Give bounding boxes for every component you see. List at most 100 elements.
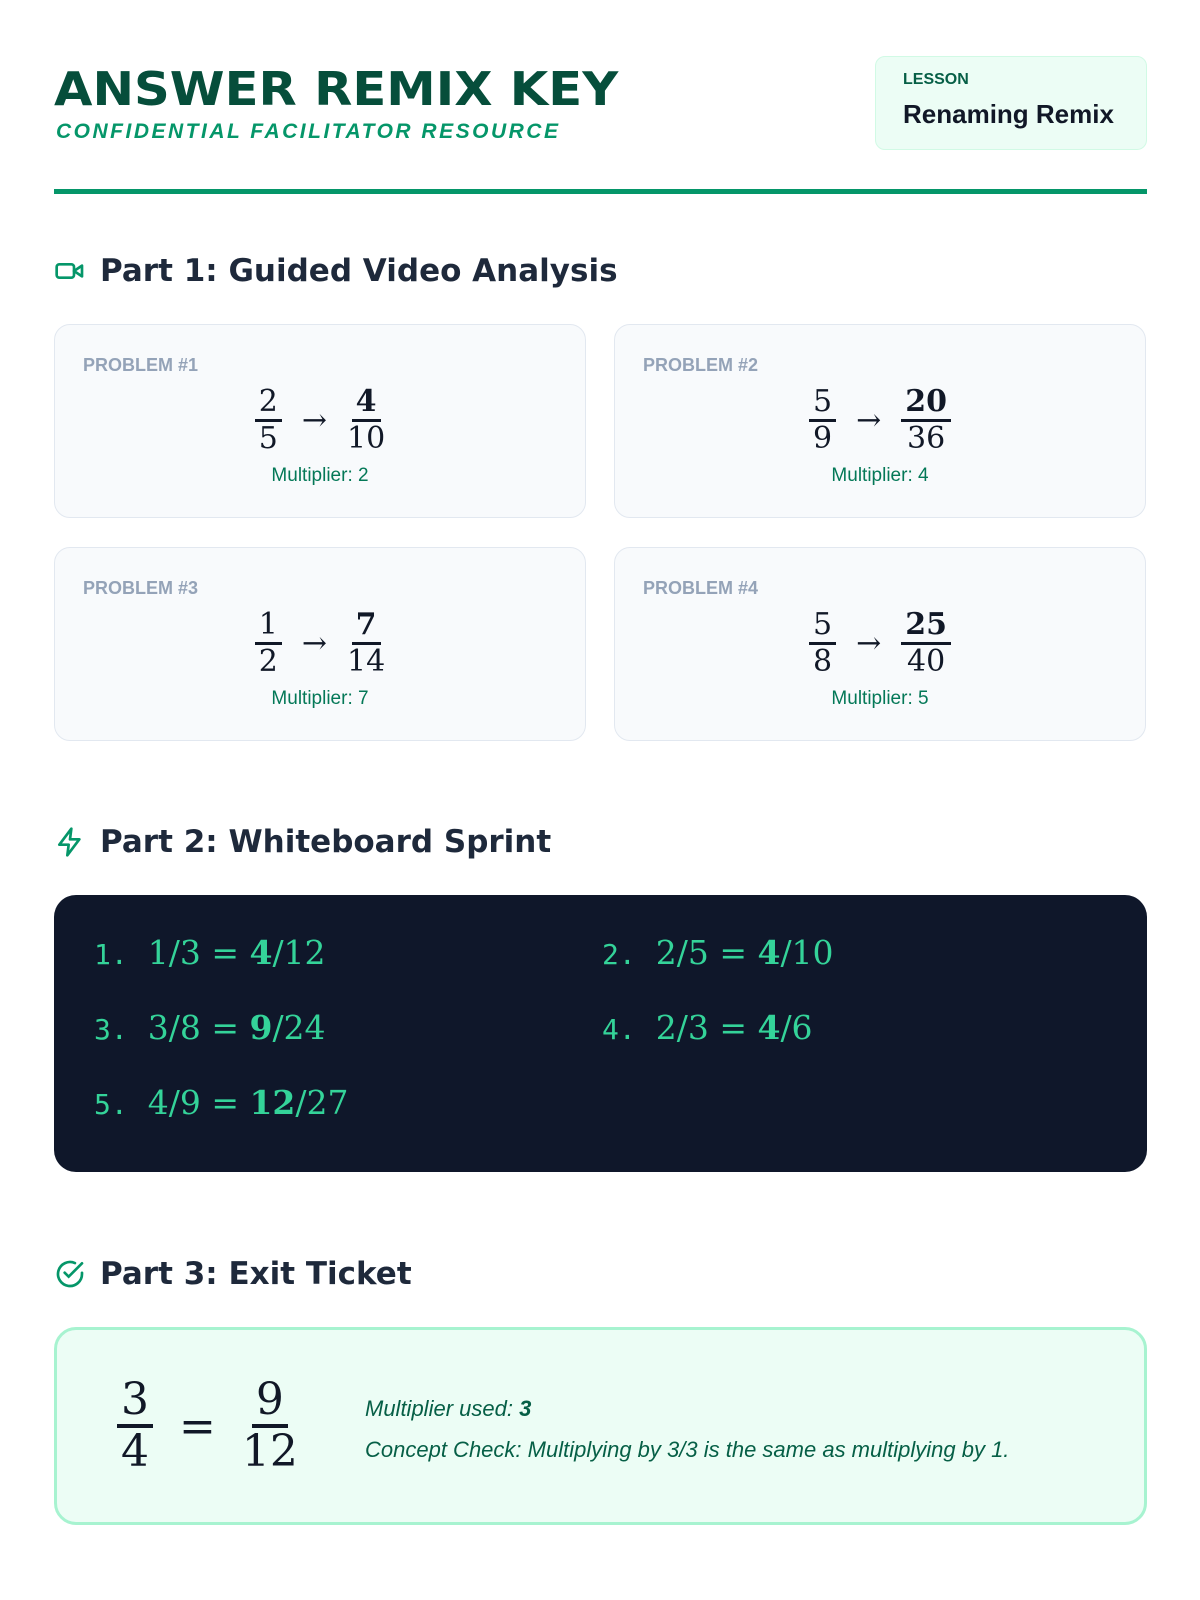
denominator: 2 <box>258 644 278 679</box>
part1-heading: Part 1: Guided Video Analysis <box>54 253 618 289</box>
multiplier: Multiplier: 4 <box>831 465 929 486</box>
item-answer-numerator: 4 <box>757 1008 781 1047</box>
numerator: 9 <box>251 1378 288 1428</box>
numerator: 7 <box>351 610 381 645</box>
problem-label: PROBLEM #2 <box>643 355 759 375</box>
numerator: 20 <box>901 387 951 422</box>
numerator: 25 <box>901 610 951 645</box>
item-number: 5. <box>94 1088 128 1121</box>
item-answer-denominator: /24 <box>272 1008 326 1047</box>
concept-check: Concept Check: Multiplying by 3/3 is the… <box>365 1437 1010 1462</box>
numerator: 5 <box>809 610 837 645</box>
multiplier-value: 3 <box>519 1396 532 1421</box>
problem-label: PROBLEM #4 <box>643 578 759 598</box>
sprint-item: 3. 3/8 = 9/24 <box>94 1008 326 1047</box>
part2-heading: Part 2: Whiteboard Sprint <box>54 824 551 860</box>
item-answer-numerator: 4 <box>249 933 273 972</box>
sprint-item: 2. 2/5 = 4/10 <box>602 933 834 972</box>
exit-notes: Multiplier used: 3 Concept Check: Multip… <box>365 1388 1009 1470</box>
item-number: 1. <box>94 938 128 971</box>
numerator: 3 <box>117 1378 153 1428</box>
lesson-name: Renaming Remix <box>903 99 1114 129</box>
lesson-label: LESSON <box>903 71 969 88</box>
part3-heading: Part 3: Exit Ticket <box>54 1256 412 1292</box>
numerator: 5 <box>809 387 837 422</box>
item-answer-denominator: /6 <box>780 1008 813 1047</box>
item-answer-numerator: 4 <box>757 933 781 972</box>
denominator: 36 <box>907 421 946 456</box>
denominator: 4 <box>121 1426 149 1477</box>
item-answer-denominator: /12 <box>272 933 326 972</box>
item-question: 1/3 = <box>147 933 239 972</box>
page-subtitle: CONFIDENTIAL FACILITATOR RESOURCE <box>56 120 561 143</box>
lightning-icon <box>58 827 81 857</box>
lesson-badge: LESSON Renaming Remix <box>875 56 1147 150</box>
item-answer-denominator: /10 <box>780 933 834 972</box>
denominator: 8 <box>813 644 833 679</box>
item-question: 2/5 = <box>655 933 747 972</box>
item-answer-numerator: 9 <box>249 1008 273 1047</box>
denominator: 5 <box>258 421 278 456</box>
whiteboard-answers: 1. 1/3 = 4/12 2. 2/5 = 4/10 3. 3/8 = 9/24 4. 2/… <box>54 895 1147 1172</box>
multiplier-label: Multiplier used: <box>365 1396 520 1421</box>
video-icon <box>55 263 84 279</box>
arrow-icon: → <box>301 403 328 438</box>
item-number: 2. <box>602 938 636 971</box>
denominator: 40 <box>907 644 946 679</box>
arrow-icon: → <box>301 626 328 661</box>
header-divider <box>54 189 1147 194</box>
arrow-icon: → <box>856 626 882 661</box>
numerator: 1 <box>254 610 282 645</box>
part1-title: Part 1: Guided Video Analysis <box>100 253 618 289</box>
item-answer-numerator: 12 <box>249 1083 296 1122</box>
sprint-item: 1. 1/3 = 4/12 <box>94 933 326 972</box>
problem-label: PROBLEM #3 <box>83 578 199 598</box>
item-question: 4/9 = <box>147 1083 239 1122</box>
arrow-icon: → <box>856 403 882 438</box>
denominator: 14 <box>347 644 386 679</box>
part2-title: Part 2: Whiteboard Sprint <box>100 824 552 860</box>
multiplier: Multiplier: 5 <box>831 688 929 709</box>
denominator: 12 <box>241 1426 298 1477</box>
multiplier: Multiplier: 2 <box>271 465 369 486</box>
item-number: 4. <box>602 1013 636 1046</box>
multiplier-used: Multiplier used: 3 <box>365 1388 1009 1429</box>
multiplier: Multiplier: 7 <box>271 688 369 709</box>
numerator: 2 <box>254 387 282 422</box>
item-question: 2/3 = <box>655 1008 747 1047</box>
item-answer-denominator: /27 <box>295 1083 349 1122</box>
item-question: 3/8 = <box>147 1008 239 1047</box>
page-title: ANSWER REMIX KEY <box>54 62 619 116</box>
part3-title: Part 3: Exit Ticket <box>100 1256 412 1292</box>
denominator: 9 <box>813 421 833 456</box>
numerator: 4 <box>351 387 381 422</box>
check-circle-icon <box>56 1260 84 1288</box>
denominator: 10 <box>347 421 386 456</box>
header: ANSWER REMIX KEY CONFIDENTIAL FACILITATO… <box>54 56 1147 196</box>
sprint-item: 4. 2/3 = 4/6 <box>602 1008 813 1047</box>
sprint-item: 5. 4/9 = 12/27 <box>94 1083 349 1122</box>
item-number: 3. <box>94 1013 128 1046</box>
problem-label: PROBLEM #1 <box>83 355 199 375</box>
equals-sign: = <box>179 1400 216 1452</box>
